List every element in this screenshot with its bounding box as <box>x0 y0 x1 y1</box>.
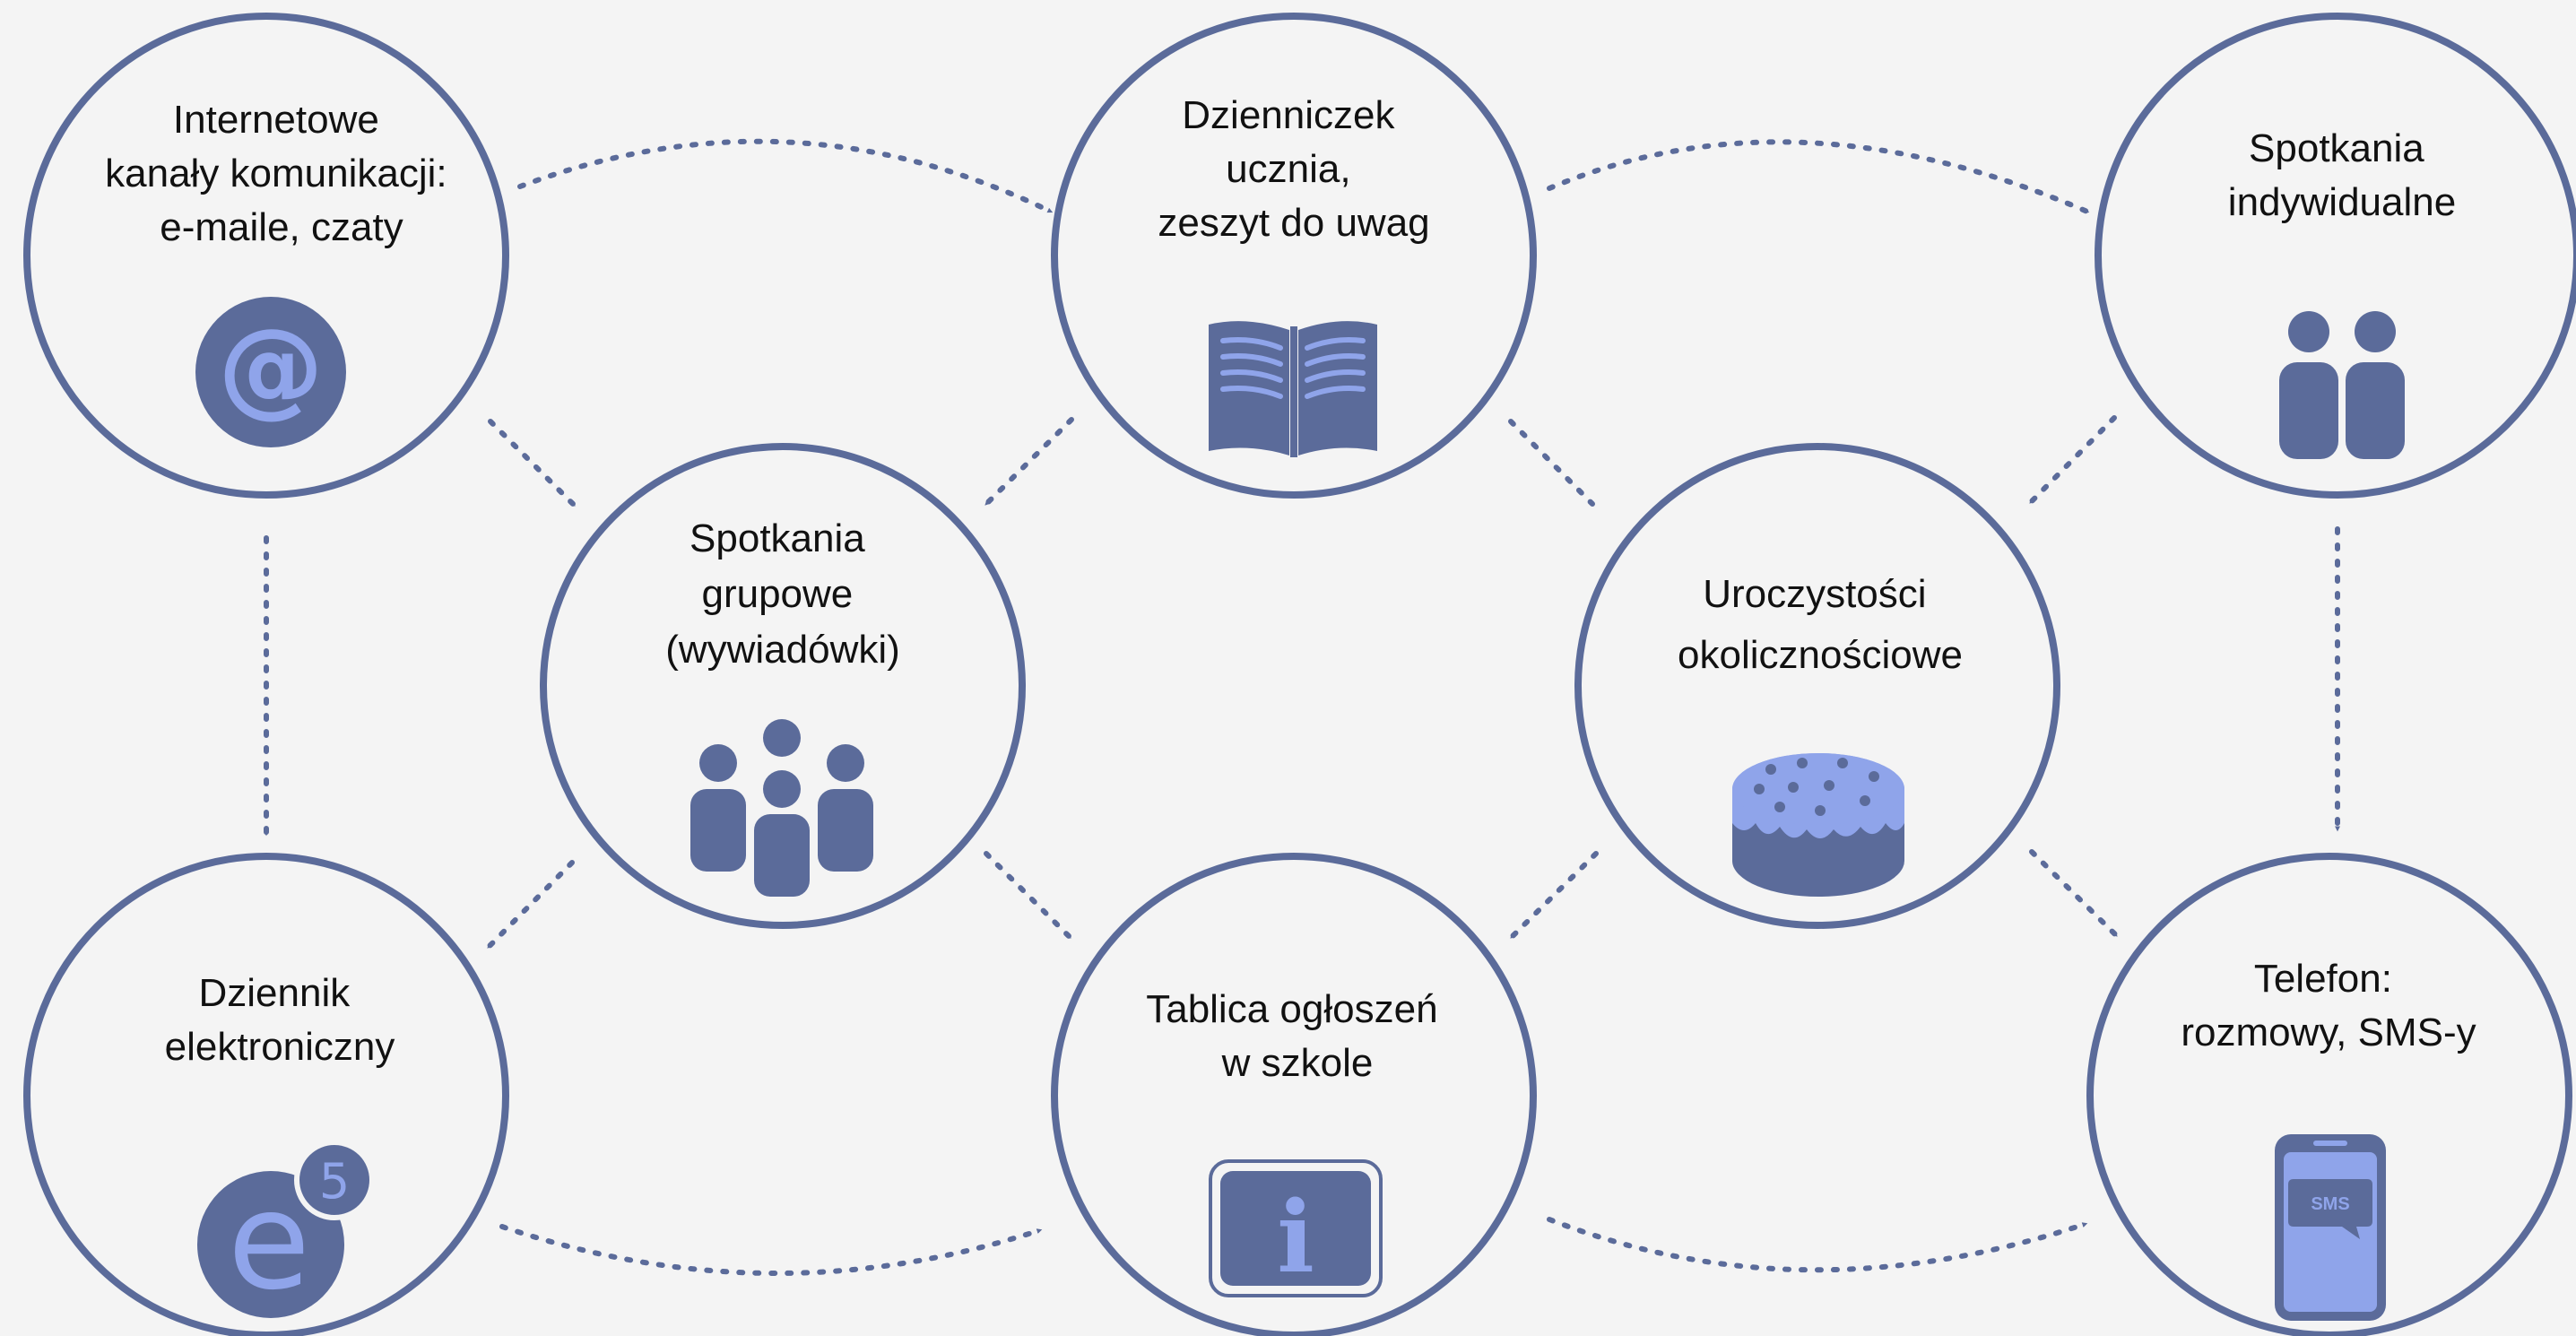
open-book-icon <box>1209 321 1377 457</box>
arrow-notebook-group <box>984 417 1074 507</box>
arrow-email-notebook <box>517 138 1054 214</box>
sms-bubble-text: SMS <box>2311 1194 2349 1214</box>
arrow-board-phone <box>1547 1217 2088 1273</box>
label-ediary: Dziennik elektroniczny <box>165 971 395 1069</box>
label-individual: Spotkania indywidualne <box>2228 126 2456 224</box>
cake-icon <box>1732 753 1904 897</box>
arrow-individual-celebrations <box>2028 415 2117 505</box>
arrow-email-group <box>488 419 577 508</box>
node-circles <box>23 13 2576 1336</box>
e5-badge: 5 <box>319 1153 350 1210</box>
label-notebook: Dzienniczek ucznia, zeszyt do uwag <box>1158 93 1429 245</box>
arrow-celebrations-board <box>1509 851 1599 940</box>
label-celebrations: Uroczystości okolicznościowe <box>1678 572 1963 677</box>
info-icon: i <box>1209 1159 1383 1297</box>
smartphone-sms-icon: SMS <box>2275 1134 2386 1321</box>
connectors <box>264 138 2340 1276</box>
two-people-icon <box>2279 311 2405 459</box>
arrow-notebook-celebrations <box>1508 419 1595 507</box>
arrow-celebrations-phone <box>2029 849 2119 938</box>
arrow-notebook-individual <box>1547 139 2090 214</box>
label-email: Internetowe kanały komunikacji: e-maile,… <box>105 98 458 249</box>
info-glyph: i <box>1277 1179 1314 1295</box>
circle-email <box>23 13 509 499</box>
circle-board <box>1051 853 1537 1336</box>
label-phone: Telefon: rozmowy, SMS-y <box>2181 957 2476 1054</box>
circle-phone <box>2086 853 2572 1336</box>
circle-ediary <box>23 853 509 1336</box>
arrow-group-board <box>984 851 1072 940</box>
svg-text:@: @ <box>218 305 324 429</box>
circle-notebook <box>1051 13 1537 499</box>
circle-group <box>540 443 1026 929</box>
group-people-icon <box>690 719 873 897</box>
label-board: Tablica ogłoszeń w szkole <box>1146 987 1449 1085</box>
circle-celebrations <box>1574 443 2060 929</box>
arrow-group-ediary <box>486 860 575 950</box>
label-group: Spotkania grupowe (wywiadówki) <box>665 516 900 672</box>
circle-individual <box>2095 13 2576 499</box>
arrow-ediary-board <box>499 1224 1043 1276</box>
e5-logo-icon: e 5 <box>197 1140 375 1320</box>
at-sign-icon: @ <box>195 297 346 447</box>
